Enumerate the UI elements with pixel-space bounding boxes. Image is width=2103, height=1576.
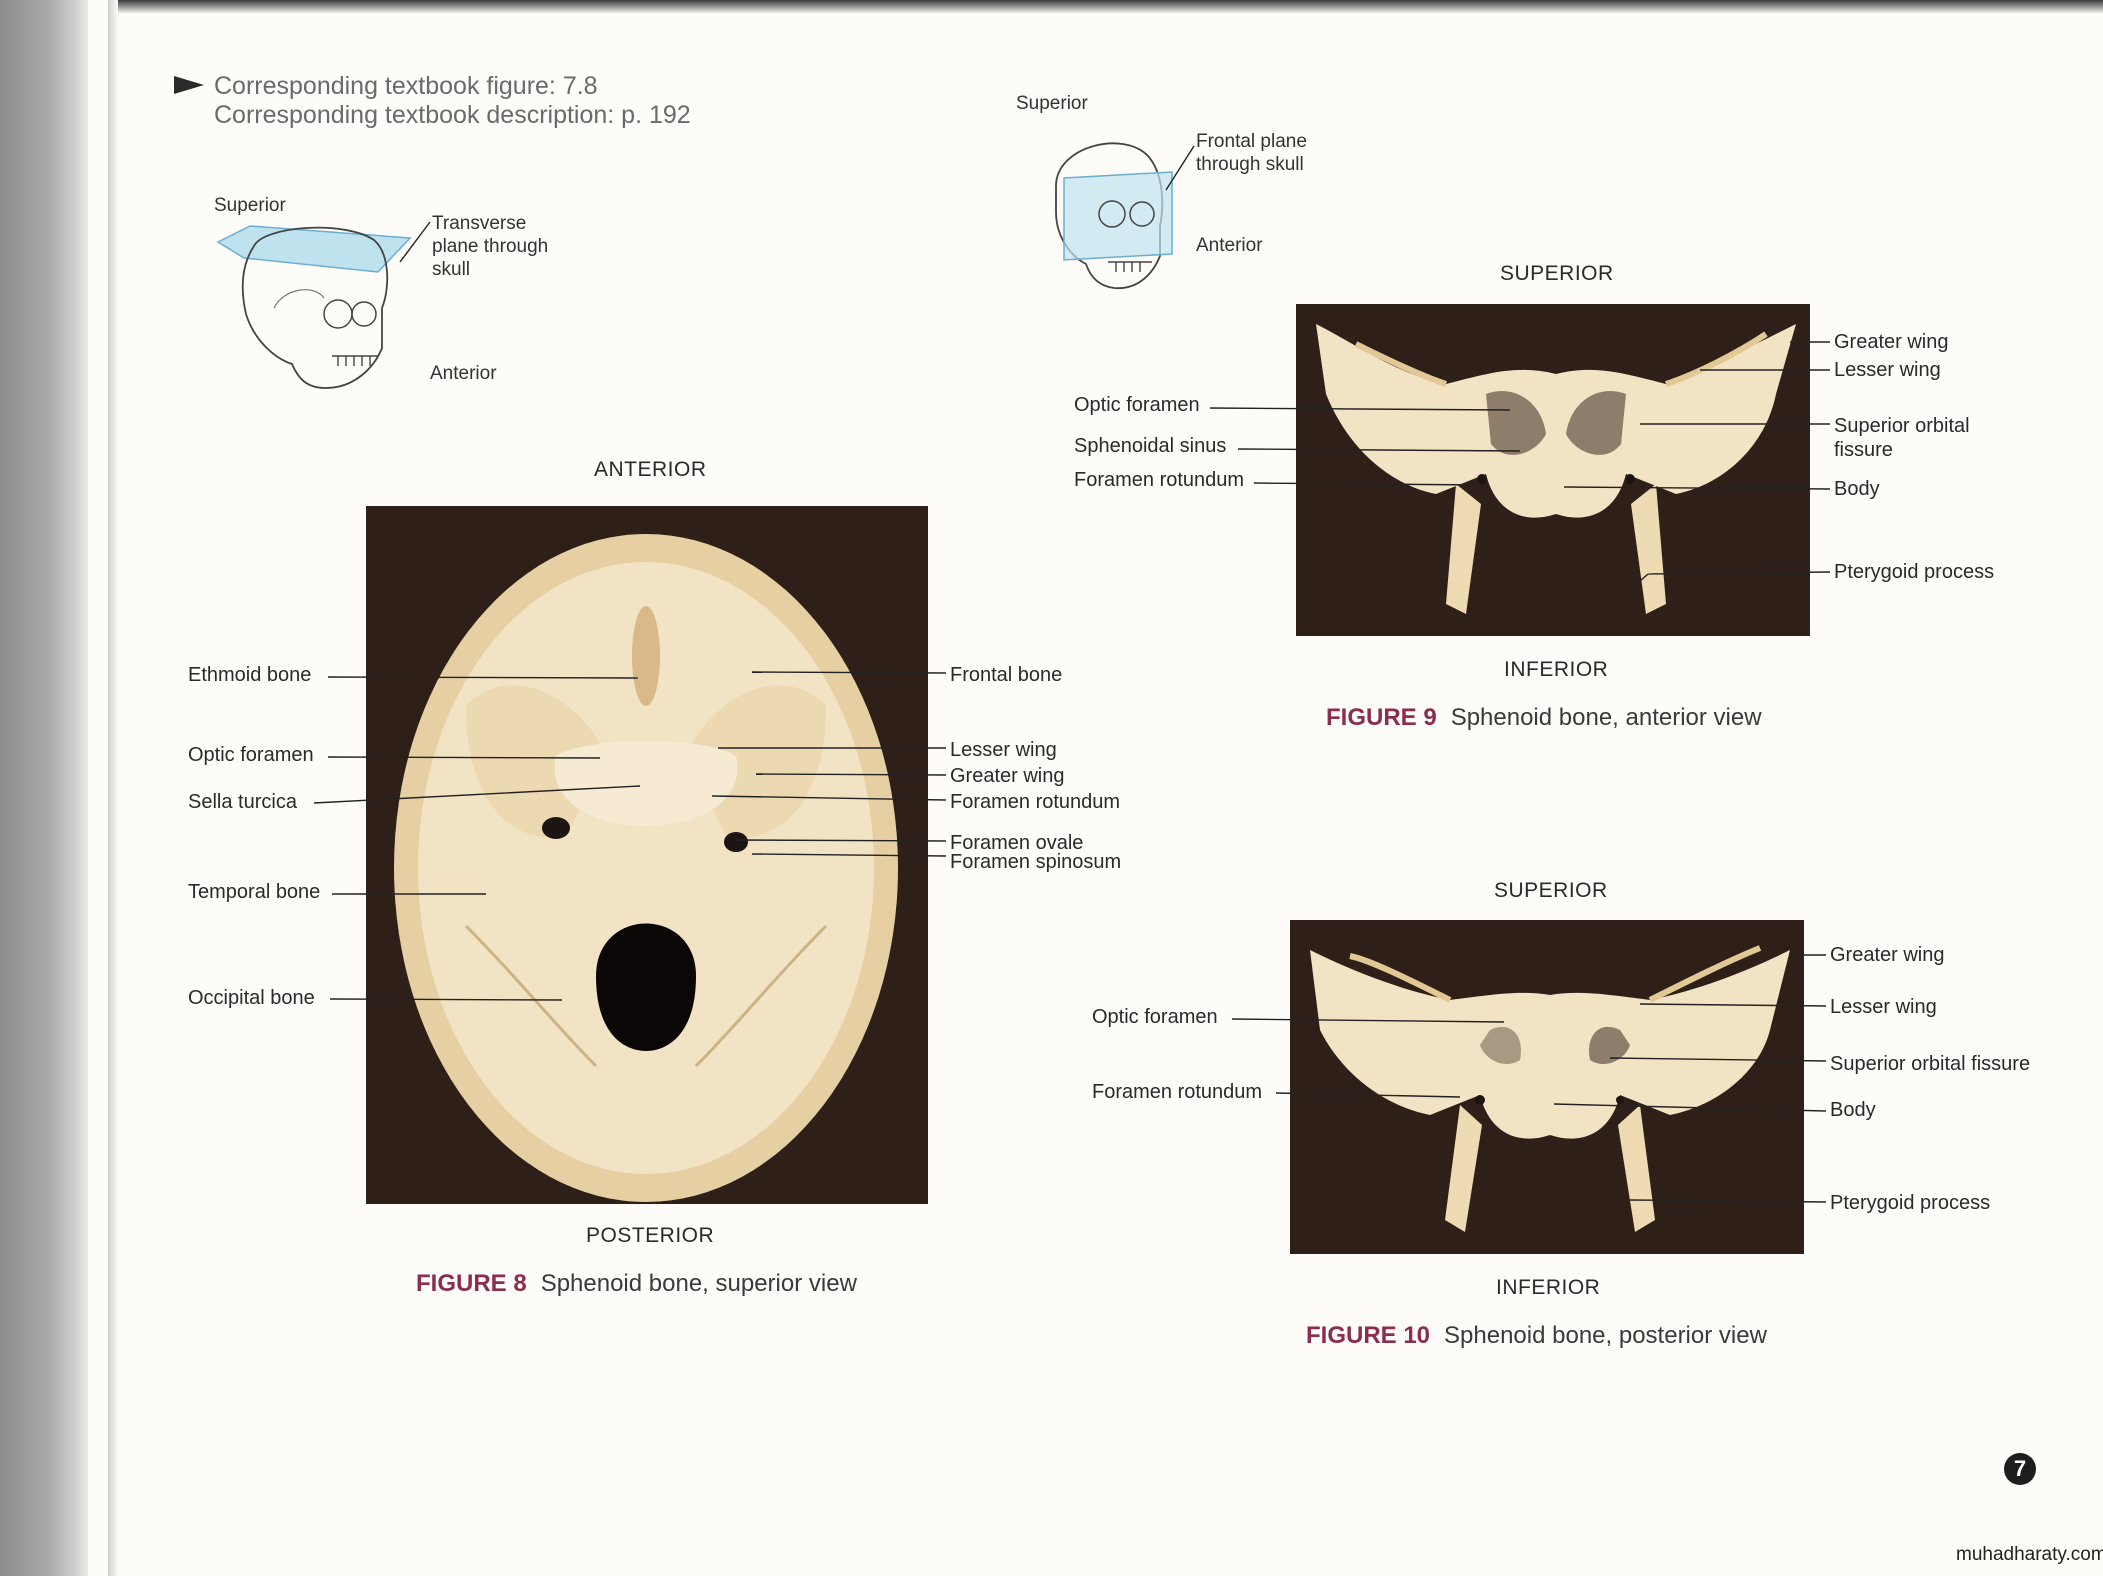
page-fold-shadow: [108, 0, 118, 1576]
fig8-label-ethmoid-bone: Ethmoid bone: [188, 664, 312, 686]
fig8-number: FIGURE 8: [416, 1270, 527, 1297]
fig8-title: Sphenoid bone, superior view: [540, 1270, 857, 1297]
transverse-plane-label: Transverse plane through skull: [432, 213, 549, 280]
fig8-label-optic-foramen: Optic foramen: [188, 744, 314, 766]
skull-base-superior-view: [394, 534, 898, 1202]
frontal-plane-label: Frontal plane through skull: [1196, 131, 1307, 175]
skull-frontal-plane-sketch: [1055, 142, 1173, 289]
textbook-description-ref: Corresponding textbook description: p. 1…: [214, 101, 691, 129]
fig9-superior-label: SUPERIOR: [1500, 262, 1614, 285]
page-number-badge: 7: [2004, 1453, 2036, 1485]
fig8-label-foramen-spinosum: Foramen spinosum: [950, 851, 1122, 873]
page-top-edge: [118, 0, 2103, 14]
fig9-label-pterygoid-process: Pterygoid process: [1834, 561, 1995, 583]
fig8-anterior-label: ANTERIOR: [594, 458, 707, 481]
fig10-photo: [1290, 920, 1804, 1254]
fig10-title: Sphenoid bone, posterior view: [1444, 1322, 1767, 1349]
fig9-photo: [1296, 304, 1810, 636]
fig10-inferior-label: INFERIOR: [1496, 1276, 1601, 1299]
fig9-title: Sphenoid bone, anterior view: [1450, 704, 1762, 731]
fig10-label-greater-wing: Greater wing: [1830, 944, 1945, 966]
fig9-label-greater-wing: Greater wing: [1834, 331, 1949, 353]
fig9-label-foramen-rotundum: Foramen rotundum: [1074, 469, 1245, 491]
orientation-anterior-label: Anterior: [430, 363, 497, 384]
fig8-label-sella-turcica: Sella turcica: [188, 791, 297, 813]
fig10-label-foramen-rotundum: Foramen rotundum: [1092, 1081, 1263, 1103]
fig8-label-greater-wing: Greater wing: [950, 765, 1065, 787]
fig10-label-pterygoid-process: Pterygoid process: [1830, 1192, 1991, 1214]
fig9-number: FIGURE 9: [1326, 704, 1437, 731]
fig10-label-lesser-wing: Lesser wing: [1830, 996, 1937, 1018]
fig10-label-superior-orbital-fissure: Superior orbital fissure: [1830, 1053, 2031, 1075]
sphenoid-anterior-view: [1316, 324, 1796, 614]
fig9-label-body: Body: [1834, 478, 1880, 500]
fig8-posterior-label: POSTERIOR: [586, 1224, 715, 1247]
fig10-label-optic-foramen: Optic foramen: [1092, 1006, 1218, 1028]
fig9-label-optic-foramen: Optic foramen: [1074, 394, 1200, 416]
fig9-label-superior-orbital-fissure: Superior orbital fissure: [1834, 415, 1970, 461]
fig8-caption: FIGURE 8 Sphenoid bone, superior view: [416, 1270, 857, 1298]
fig10-superior-label: SUPERIOR: [1494, 879, 1608, 902]
fig9-label-lesser-wing: Lesser wing: [1834, 359, 1941, 381]
textbook-figure-ref: Corresponding textbook figure: 7.8: [214, 72, 598, 100]
orientation-superior-label-2: Superior: [1016, 93, 1088, 114]
fig8-label-foramen-rotundum: Foramen rotundum: [950, 791, 1121, 813]
fig9-caption: FIGURE 9 Sphenoid bone, anterior view: [1326, 704, 1762, 732]
skull-transverse-plane-sketch: [216, 225, 412, 389]
orientation-anterior-label-2: Anterior: [1196, 235, 1263, 256]
fig9-inferior-label: INFERIOR: [1504, 658, 1609, 681]
watermark: muhadharaty.com: [1956, 1544, 2103, 1565]
fig8-label-temporal-bone: Temporal bone: [188, 881, 321, 903]
fig10-label-body: Body: [1830, 1099, 1876, 1121]
fig10-number: FIGURE 10: [1306, 1322, 1431, 1349]
orientation-superior-label: Superior: [214, 195, 286, 216]
fig8-label-occipital-bone: Occipital bone: [188, 987, 315, 1009]
scan-gutter: [0, 0, 88, 1576]
fig8-label-frontal-bone: Frontal bone: [950, 664, 1063, 686]
fig10-caption: FIGURE 10 Sphenoid bone, posterior view: [1306, 1322, 1767, 1350]
fig9-label-sphenoidal-sinus: Sphenoidal sinus: [1074, 435, 1227, 457]
fig8-label-lesser-wing: Lesser wing: [950, 739, 1057, 761]
fig8-label-foramen-ovale: Foramen ovale: [950, 832, 1084, 854]
sphenoid-posterior-view: [1310, 945, 1790, 1232]
pointer-arrow-icon: [174, 76, 204, 94]
